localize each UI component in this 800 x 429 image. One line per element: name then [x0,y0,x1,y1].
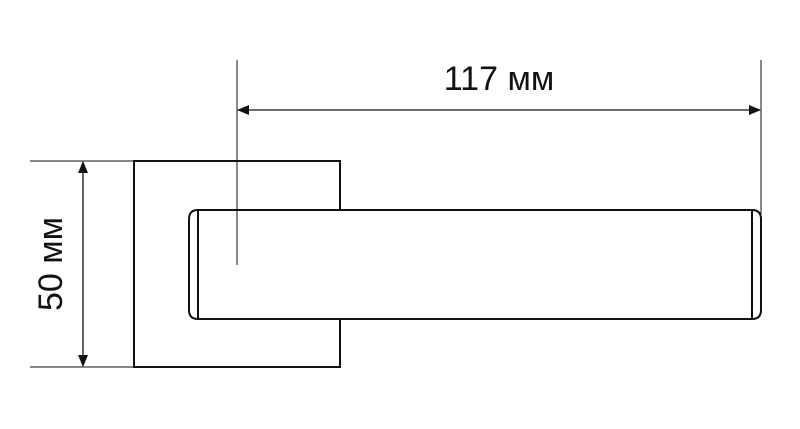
height-label: 50 мм [32,217,70,311]
length-label: 117 мм [444,60,554,98]
handle-lever [188,209,762,320]
